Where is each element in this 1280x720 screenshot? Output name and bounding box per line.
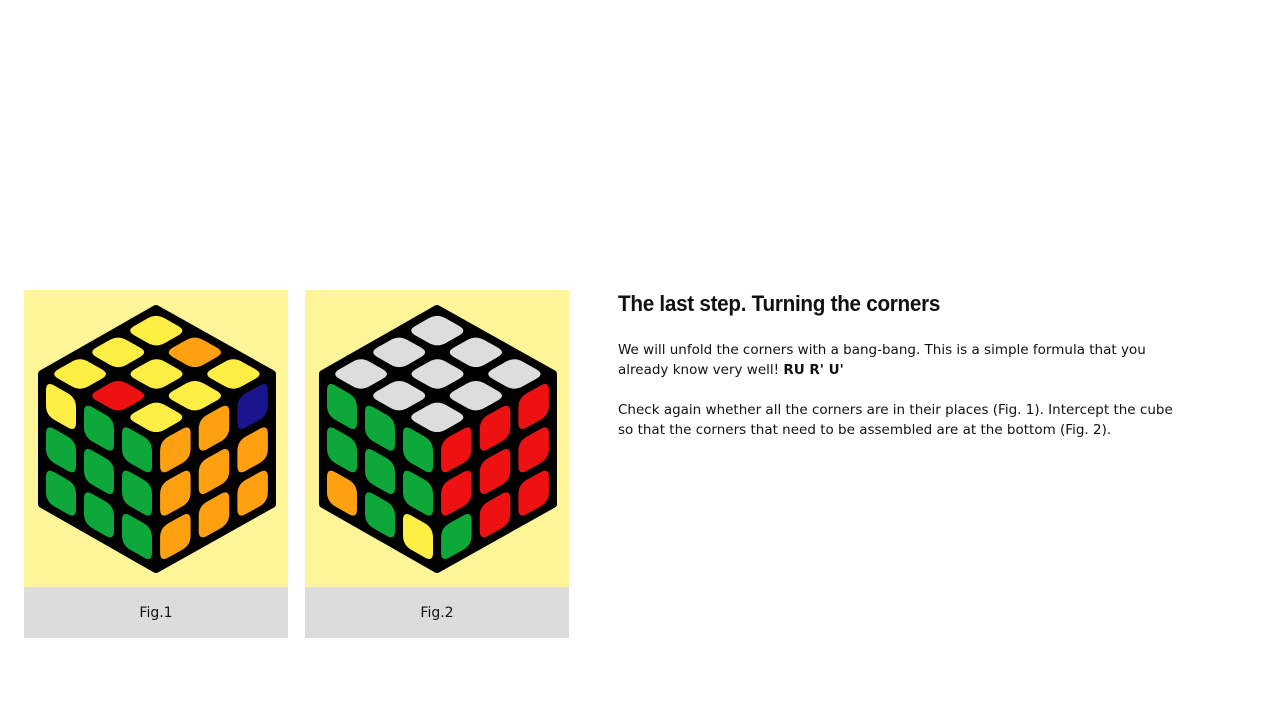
sticker-right-0-1 [479,405,511,451]
sticker-left-1-2 [403,470,433,516]
sticker-top-0-1 [373,337,426,368]
sticker-top-1-1 [130,359,183,389]
sticker-top-1-2 [449,337,502,368]
sticker-left-1-2 [122,470,152,516]
sticker-top-0-2 [130,315,183,346]
page-title: The last step. Turning the corners [618,291,941,316]
sticker-right-1-0 [441,470,472,516]
sticker-right-0-2 [237,384,268,429]
sticker-top-2-2 [207,359,260,389]
sticker-right-1-1 [198,449,230,494]
sticker-left-0-2 [122,427,152,473]
sticker-left-1-0 [327,427,357,473]
figure-2-caption: Fig.2 [305,587,569,638]
sticker-left-0-2 [403,427,433,473]
sticker-right-1-2 [237,427,268,473]
sticker-top-2-1 [449,380,502,411]
sticker-left-1-0 [46,427,76,473]
rubiks-cube-fig1 [38,305,276,573]
sticker-top-2-2 [488,359,541,389]
sticker-right-1-2 [518,427,549,473]
sticker-top-2-0 [130,402,183,433]
sticker-left-2-1 [84,492,114,538]
sticker-top-0-1 [92,337,145,368]
sticker-left-0-1 [365,405,395,451]
sticker-left-1-1 [365,449,395,494]
figure-2-image [305,290,569,587]
sticker-right-1-1 [479,449,511,494]
sticker-right-2-2 [237,470,268,516]
paragraph-2: Check again whether all the corners are … [618,402,1173,438]
sticker-top-2-0 [411,402,464,433]
sticker-top-0-0 [54,359,106,389]
figure-1-image [24,290,288,587]
sticker-top-1-1 [411,359,464,389]
paragraph-1: We will unfold the corners with a bang-b… [618,340,1178,380]
rubiks-cube-fig2 [319,305,557,573]
sticker-left-1-1 [84,449,114,494]
figure-2: Fig.2 [305,290,569,638]
sticker-right-2-0 [160,514,191,559]
formula: RU R' U' [783,362,844,378]
sticker-left-2-0 [327,470,357,516]
cube-outline [38,305,276,573]
paragraph-1-text: We will unfold the corners with a bang-b… [618,342,1146,378]
sticker-right-2-1 [198,492,230,538]
sticker-left-2-0 [46,470,76,516]
article-text: The last step. Turning the corners We wi… [618,290,1178,460]
sticker-left-2-2 [122,514,152,559]
sticker-left-0-0 [46,384,76,429]
sticker-right-2-1 [479,492,511,538]
sticker-left-0-1 [84,405,114,451]
sticker-top-1-0 [92,380,145,411]
sticker-top-0-2 [411,315,464,346]
sticker-right-0-1 [198,405,230,451]
sticker-right-2-0 [441,514,472,559]
sticker-top-2-1 [168,380,221,411]
sticker-right-1-0 [160,470,191,516]
sticker-top-1-0 [373,380,426,411]
figure-1: Fig.1 [24,290,288,638]
sticker-right-0-2 [518,384,549,429]
sticker-left-2-1 [365,492,395,538]
sticker-right-2-2 [518,470,549,516]
sticker-left-0-0 [327,384,357,429]
sticker-top-0-0 [335,359,387,389]
figure-1-caption: Fig.1 [24,587,288,638]
sticker-right-0-0 [160,427,191,473]
sticker-top-1-2 [168,337,221,368]
cube-outline [319,305,557,573]
sticker-right-0-0 [441,427,472,473]
sticker-left-2-2 [403,514,433,559]
